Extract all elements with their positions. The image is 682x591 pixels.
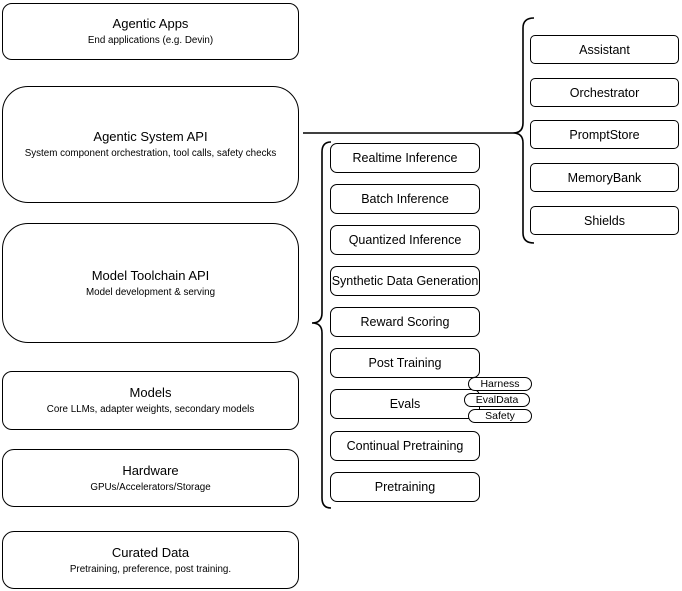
node-label: Post Training: [368, 356, 442, 370]
node-subtitle: End applications (e.g. Devin): [87, 35, 214, 46]
node-subtitle: System component orchestration, tool cal…: [24, 148, 277, 159]
node-label: Evals: [389, 397, 421, 411]
node-models: Models Core LLMs, adapter weights, secon…: [2, 371, 299, 430]
node-continual-pretraining: Continual Pretraining: [330, 431, 480, 461]
node-label: Synthetic Data Generation: [331, 274, 479, 288]
node-label: MemoryBank: [567, 170, 642, 185]
node-subtitle: Core LLMs, adapter weights, secondary mo…: [46, 404, 255, 415]
node-title: Hardware: [122, 462, 179, 478]
pill-harness: Harness: [468, 377, 532, 391]
node-post-training: Post Training: [330, 348, 480, 378]
node-synthetic-data-generation: Synthetic Data Generation: [330, 266, 480, 296]
pill-evaldata: EvalData: [464, 393, 530, 407]
pill-label: Harness: [480, 377, 520, 390]
node-label: Orchestrator: [569, 85, 640, 100]
node-title: Curated Data: [111, 544, 190, 560]
node-hardware: Hardware GPUs/Accelerators/Storage: [2, 449, 299, 507]
node-label: Assistant: [579, 42, 630, 57]
node-batch-inference: Batch Inference: [330, 184, 480, 214]
node-reward-scoring: Reward Scoring: [330, 307, 480, 337]
pill-label: EvalData: [475, 393, 519, 406]
node-shields: Shields: [530, 206, 679, 235]
node-subtitle: Model development & serving: [85, 286, 216, 298]
pill-label: Safety: [485, 409, 515, 422]
node-promptstore: PromptStore: [530, 120, 679, 149]
node-agentic-system-api: Agentic System API System component orch…: [2, 86, 299, 203]
node-subtitle: GPUs/Accelerators/Storage: [90, 481, 211, 493]
pill-safety: Safety: [468, 409, 532, 423]
node-label: Reward Scoring: [360, 315, 450, 329]
node-agentic-apps: Agentic Apps End applications (e.g. Devi…: [2, 3, 299, 60]
node-realtime-inference: Realtime Inference: [330, 143, 480, 173]
node-orchestrator: Orchestrator: [530, 78, 679, 107]
node-title: Agentic System API: [93, 129, 208, 144]
node-evals: Evals: [330, 389, 480, 419]
node-model-toolchain-api: Model Toolchain API Model development & …: [2, 223, 299, 343]
node-title: Agentic Apps: [112, 16, 189, 31]
node-memorybank: MemoryBank: [530, 163, 679, 192]
node-label: Shields: [584, 213, 625, 228]
node-label: PromptStore: [569, 127, 640, 142]
node-label: Realtime Inference: [352, 151, 458, 165]
node-label: Batch Inference: [361, 192, 449, 206]
brace-middle-column: [311, 141, 332, 509]
node-title: Models: [129, 385, 172, 400]
node-assistant: Assistant: [530, 35, 679, 64]
node-label: Quantized Inference: [348, 233, 462, 247]
node-label: Continual Pretraining: [346, 439, 464, 453]
node-pretraining: Pretraining: [330, 472, 480, 502]
node-label: Pretraining: [374, 480, 436, 494]
node-title: Model Toolchain API: [91, 267, 210, 283]
node-curated-data: Curated Data Pretraining, preference, po…: [2, 531, 299, 589]
node-quantized-inference: Quantized Inference: [330, 225, 480, 255]
node-subtitle: Pretraining, preference, post training.: [69, 563, 232, 575]
